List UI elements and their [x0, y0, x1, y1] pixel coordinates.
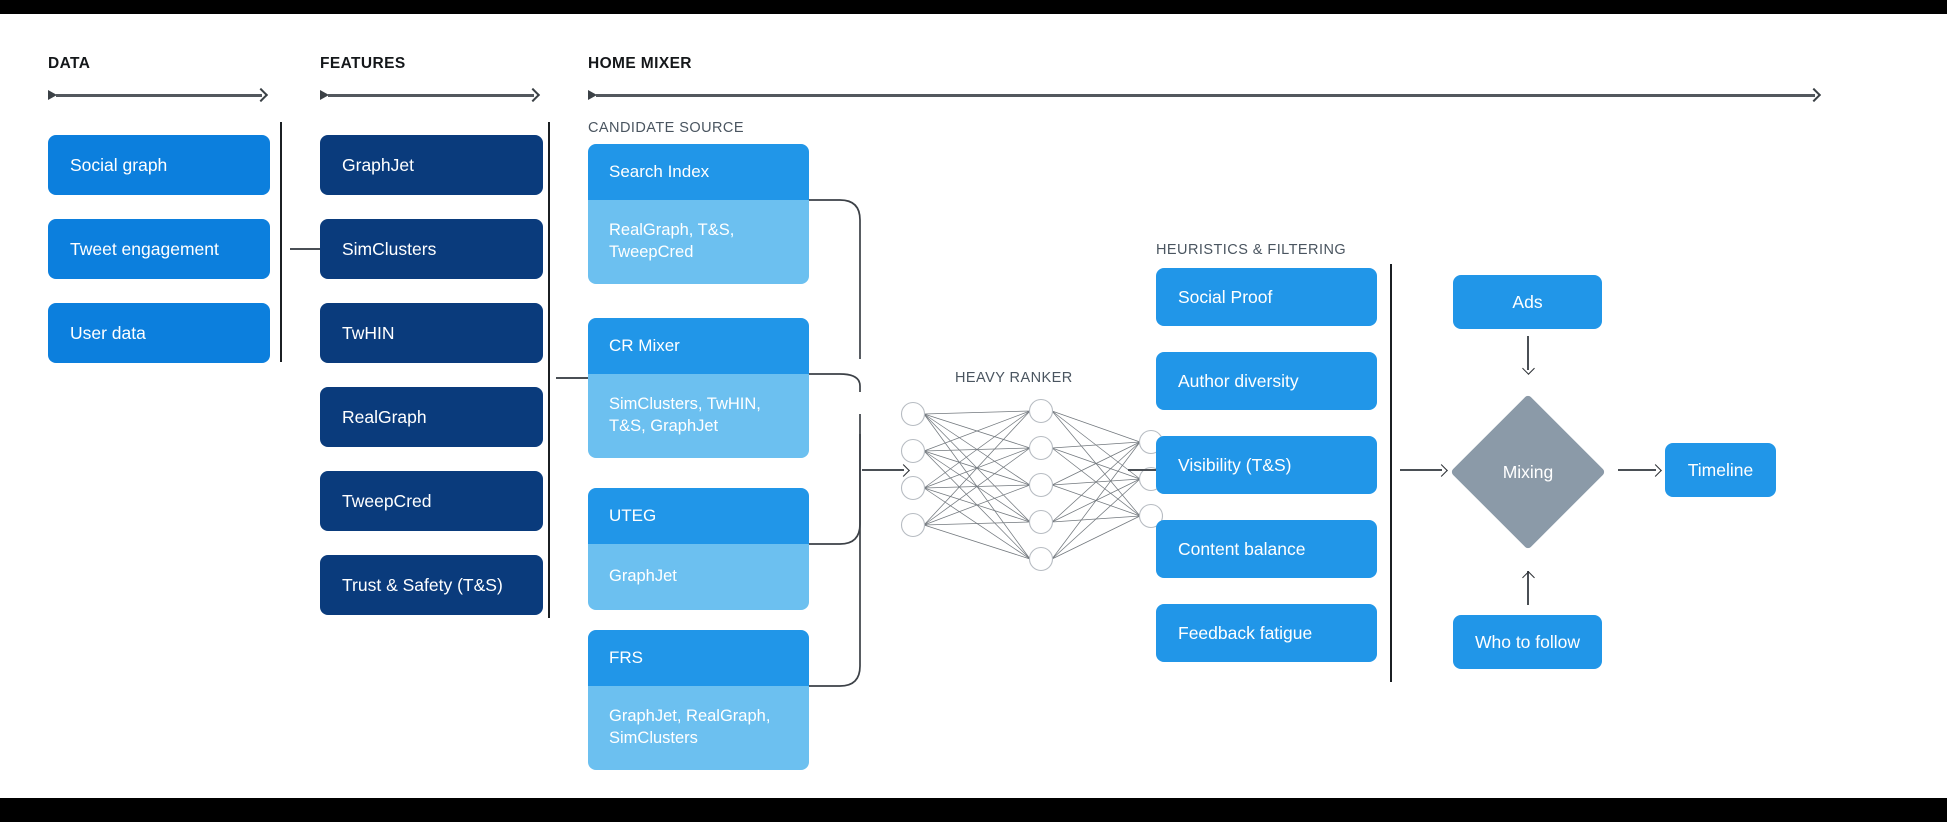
connector-overlay: [809, 199, 1164, 687]
candidate-source-name: CR Mixer: [588, 318, 809, 374]
arrow-ads-to-mixing: [1522, 336, 1535, 375]
divider-data-features: [280, 122, 282, 362]
feature-box-graphjet[interactable]: GraphJet: [320, 135, 543, 195]
arrow-line: [1400, 469, 1442, 471]
candidate-source-name: FRS: [588, 630, 809, 686]
axis-arrowhead-icon: [1809, 89, 1821, 101]
arrow-heuristics-to-mixing: [1400, 464, 1448, 477]
feature-box-realgraph[interactable]: RealGraph: [320, 387, 543, 447]
nn-hidden-node: [1028, 398, 1054, 424]
arrow-features-to-candidate-source: [556, 372, 604, 385]
heavy-ranker-network: [900, 398, 1164, 572]
nn-input-node: [900, 475, 926, 501]
axis-arrowhead-icon: [256, 89, 268, 101]
candidate-source-features: SimClusters, TwHIN, T&S, GraphJet: [588, 374, 809, 458]
subsection-title-heavy-ranker: HEAVY RANKER: [955, 370, 1073, 386]
data-box-tweet-engagement[interactable]: Tweet engagement: [48, 219, 270, 279]
arrow-line: [556, 377, 598, 379]
nn-hidden-node: [1028, 435, 1054, 461]
heuristic-box-visibility[interactable]: Visibility (T&S): [1156, 436, 1377, 494]
arrow-line: [862, 469, 904, 471]
data-axis-arrow: [48, 89, 270, 101]
nn-hidden-node: [1028, 546, 1054, 572]
candidate-source-features: GraphJet, RealGraph, SimClusters: [588, 686, 809, 770]
candidate-source-card-search-index[interactable]: Search Index RealGraph, T&S, TweepCred: [588, 144, 809, 284]
axis-arrowhead-icon: [528, 89, 540, 101]
candidate-source-name: UTEG: [588, 488, 809, 544]
connector-uteg: [809, 414, 861, 545]
heuristic-box-social-proof[interactable]: Social Proof: [1156, 268, 1377, 326]
axis-tail-icon: [48, 90, 57, 100]
candidate-source-card-cr-mixer[interactable]: CR Mixer SimClusters, TwHIN, T&S, GraphJ…: [588, 318, 809, 458]
nn-input-node: [900, 401, 926, 427]
connector-cr-mixer: [809, 373, 861, 392]
feature-box-tweepcred[interactable]: TweepCred: [320, 471, 543, 531]
home-mixer-axis-arrow: [588, 89, 1823, 101]
arrow-line: [1618, 469, 1656, 471]
arrow-head-icon: [1649, 464, 1662, 477]
heuristic-box-feedback-fatigue[interactable]: Feedback fatigue: [1156, 604, 1377, 662]
connector-search-index: [809, 199, 861, 359]
feature-box-trust-and-safety[interactable]: Trust & Safety (T&S): [320, 555, 543, 615]
subsection-title-candidate-source: CANDIDATE SOURCE: [588, 120, 744, 136]
output-box-who-to-follow[interactable]: Who to follow: [1453, 615, 1602, 669]
axis-tail-icon: [320, 90, 329, 100]
nn-hidden-node: [1028, 509, 1054, 535]
section-title-data: DATA: [48, 55, 91, 72]
heuristic-box-content-balance[interactable]: Content balance: [1156, 520, 1377, 578]
candidate-source-features: GraphJet: [588, 544, 809, 610]
arrow-head-icon: [1522, 571, 1535, 584]
section-title-home-mixer: HOME MIXER: [588, 55, 692, 72]
output-box-ads[interactable]: Ads: [1453, 275, 1602, 329]
arrow-line: [1128, 469, 1170, 471]
candidate-source-features: RealGraph, T&S, TweepCred: [588, 200, 809, 284]
nn-hidden-node: [1028, 472, 1054, 498]
arrow-line: [290, 248, 332, 250]
candidate-source-card-uteg[interactable]: UTEG GraphJet: [588, 488, 809, 610]
output-box-timeline[interactable]: Timeline: [1665, 443, 1776, 497]
features-axis-arrow: [320, 89, 542, 101]
axis-tail-icon: [588, 90, 597, 100]
divider-features-home-mixer: [548, 122, 550, 618]
connector-frs: [809, 434, 861, 687]
arrow-who-to-follow-to-mixing: [1522, 571, 1535, 609]
arrow-head-icon: [897, 464, 910, 477]
divider-heuristics-mixing: [1390, 264, 1392, 682]
feature-box-twhin[interactable]: TwHIN: [320, 303, 543, 363]
diagram-canvas: DATA FEATURES HOME MIXER CANDIDATE SOURC…: [0, 14, 1947, 798]
feature-box-simclusters[interactable]: SimClusters: [320, 219, 543, 279]
arrow-line: [1527, 336, 1529, 370]
arrow-ranker-to-heuristics: [1128, 464, 1176, 477]
arrow-candidates-to-ranker: [862, 464, 910, 477]
heuristic-box-author-diversity[interactable]: Author diversity: [1156, 352, 1377, 410]
nn-input-node: [900, 512, 926, 538]
arrow-data-to-features: [290, 243, 338, 256]
candidate-source-card-frs[interactable]: FRS GraphJet, RealGraph, SimClusters: [588, 630, 809, 770]
candidate-source-name: Search Index: [588, 144, 809, 200]
nn-input-node: [900, 438, 926, 464]
axis-line: [328, 94, 534, 97]
data-box-user-data[interactable]: User data: [48, 303, 270, 363]
data-box-social-graph[interactable]: Social graph: [48, 135, 270, 195]
mixing-label: Mixing: [1502, 462, 1554, 482]
arrow-head-icon: [1522, 362, 1535, 375]
arrow-head-icon: [1435, 464, 1448, 477]
section-title-features: FEATURES: [320, 55, 406, 72]
arrow-mixing-to-timeline: [1618, 464, 1662, 477]
subsection-title-heuristics: HEURISTICS & FILTERING: [1156, 242, 1347, 258]
axis-line: [596, 94, 1815, 97]
arrow-line: [1527, 571, 1529, 605]
axis-line: [56, 94, 262, 97]
